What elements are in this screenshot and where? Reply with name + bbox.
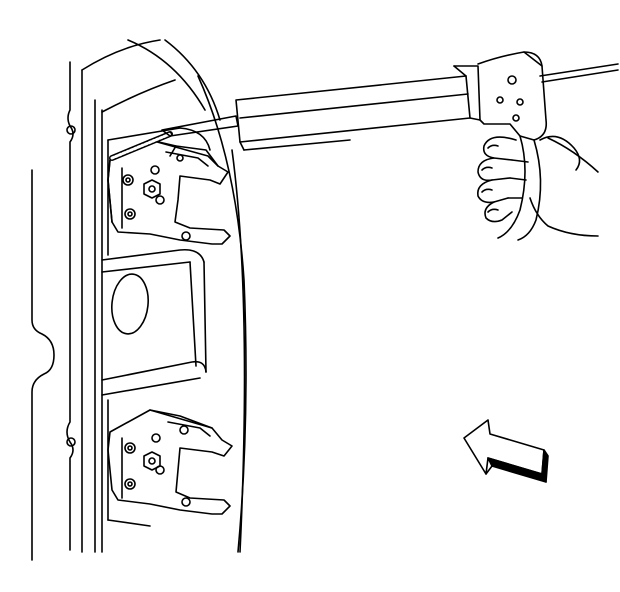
oval-access-hole [111,273,149,335]
upper-hinge-bracket [107,139,231,245]
sealer-bead [109,131,173,161]
view-direction-arrow [463,419,549,483]
caulking-gun [161,51,619,241]
door-panel-outline [31,39,247,561]
lower-hinge-bracket [107,409,233,515]
hand [476,135,599,237]
